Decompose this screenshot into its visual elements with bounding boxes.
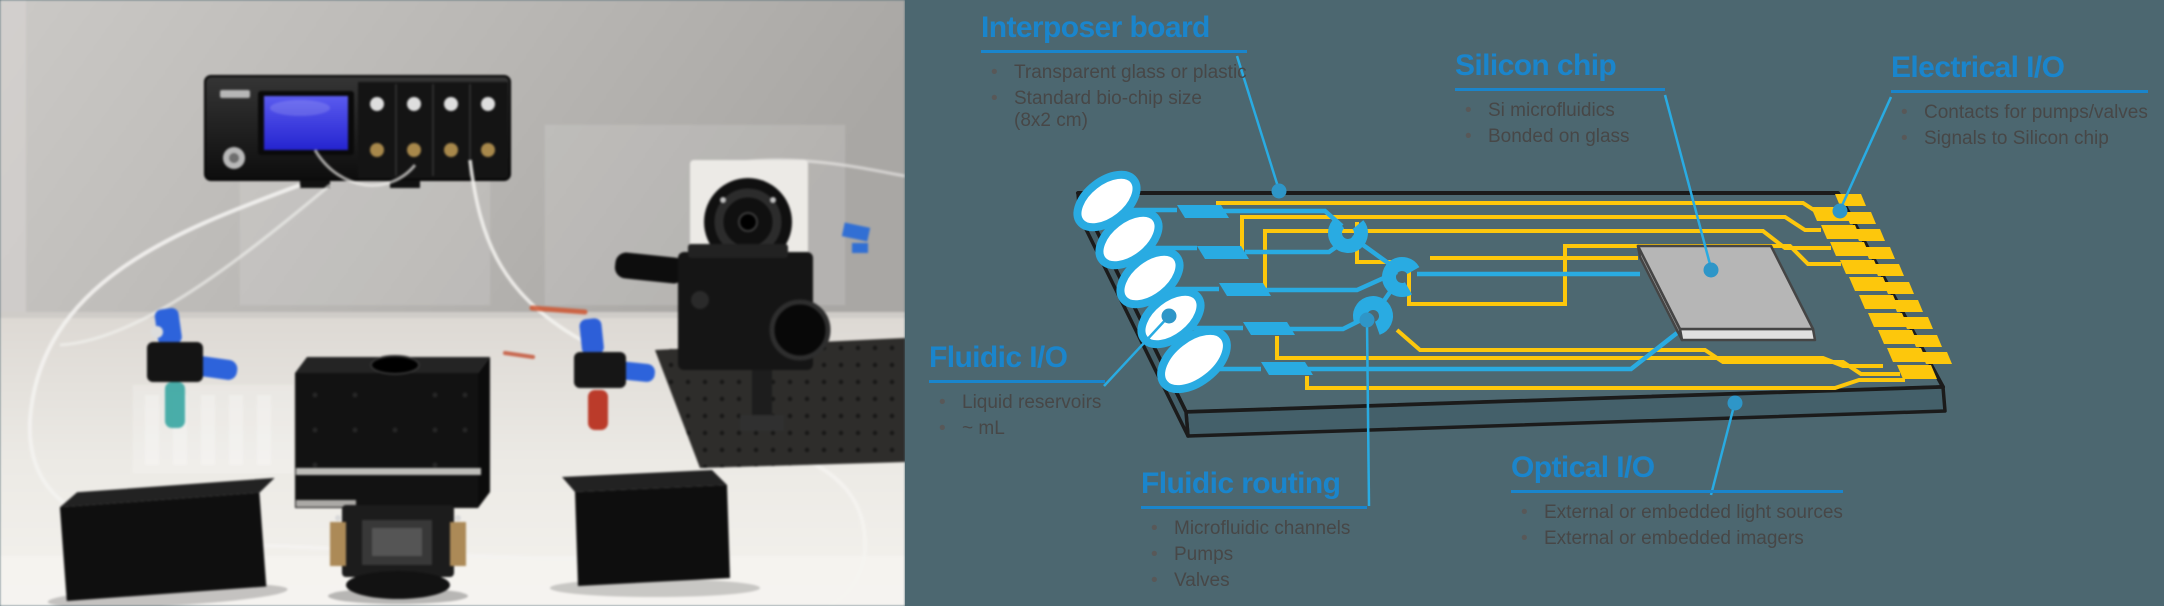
bullet-item: Valves [1141,570,1367,593]
wall-corner-highlight [0,0,26,322]
callout-electrical-title: Electrical I/O [1891,52,2148,93]
callout-fluidic-routing-title: Fluidic routing [1141,468,1367,509]
callout-optical-bullets: External or embedded light sources Exter… [1511,502,1843,551]
bullet-item: Liquid reservoirs [929,392,1105,415]
bullet-item: Contacts for pumps/valves [1891,102,2148,125]
equipment-photo [0,0,905,606]
interposer-board-drawing [1073,55,1952,507]
instrument-logo [220,90,250,98]
interposer-diagram-panel: Interposer board Transparent glass or pl… [905,0,2164,606]
bullet-item: Si microfluidics [1455,100,1665,123]
equipment-photo-drawing [0,0,905,606]
bullet-item: Microfluidic channels [1141,518,1367,541]
orange-marks [503,305,588,359]
black-box-right [550,470,760,597]
callout-fluidic-io-bullets: Liquid reservoirs ~ mL [929,392,1105,441]
bullet-item: Bonded on glass [1455,126,1665,149]
callout-interposer-board: Interposer board Transparent glass or pl… [981,12,1247,137]
fluidic-routing-callout-line [1365,321,1371,507]
silicon-chip [1636,244,1817,342]
callout-optical-io: Optical I/O External or embedded light s… [1511,452,1843,554]
optical-stage [295,355,490,604]
camera-lens [769,299,831,361]
camera-assembly [614,244,905,468]
callout-optical-title: Optical I/O [1511,452,1843,493]
callout-electrical-io: Electrical I/O Contacts for pumps/valves… [1891,52,2148,154]
bullet-item: Pumps [1141,544,1367,567]
silicon-callout-line [1663,94,1713,269]
bullet-item: Standard bio-chip size (8x2 cm) [981,88,1247,133]
callout-silicon-title: Silicon chip [1455,50,1665,91]
bullet-item: Signals to Silicon chip [1891,128,2148,151]
callout-fluidic-routing: Fluidic routing Microfluidic channels Pu… [1141,468,1367,597]
pump-controller [204,75,511,188]
tube-rack [132,384,294,474]
right-stopcock-valve [574,318,655,430]
callout-silicon-bullets: Si microfluidics Bonded on glass [1455,100,1665,149]
callout-fluidic-io-title: Fluidic I/O [929,342,1105,383]
fluidic-io-callout-line [1103,315,1170,387]
callout-fluidic-io: Fluidic I/O Liquid reservoirs ~ mL [929,342,1105,444]
callout-interposer-title: Interposer board [981,12,1247,53]
blue-clamp [841,222,871,242]
bullet-item: External or embedded imagers [1511,528,1843,551]
callout-fluidic-routing-bullets: Microfluidic channels Pumps Valves [1141,518,1367,594]
lens-tube [614,252,686,284]
bullet-item: Transparent glass or plastic [981,62,1247,85]
stage-top-hole [370,355,420,375]
optical-breadboard [655,338,905,468]
electrical-callout-line [1838,96,1893,211]
callout-silicon-chip: Silicon chip Si microfluidics Bonded on … [1455,50,1665,152]
optical-callout-line [1709,401,1737,496]
bullet-item: External or embedded light sources [1511,502,1843,525]
bullet-item: ~ mL [929,418,1105,441]
left-stopcock-valve [147,308,238,428]
lcd-screen [264,96,348,150]
connector-ports [370,97,495,157]
callout-electrical-bullets: Contacts for pumps/valves Signals to Sil… [1891,102,2148,151]
callout-interposer-bullets: Transparent glass or plastic Standard bi… [981,62,1247,133]
electrical-io-pads [1811,194,1952,379]
black-box-left [47,477,288,606]
micro-pumps [1177,205,1313,375]
